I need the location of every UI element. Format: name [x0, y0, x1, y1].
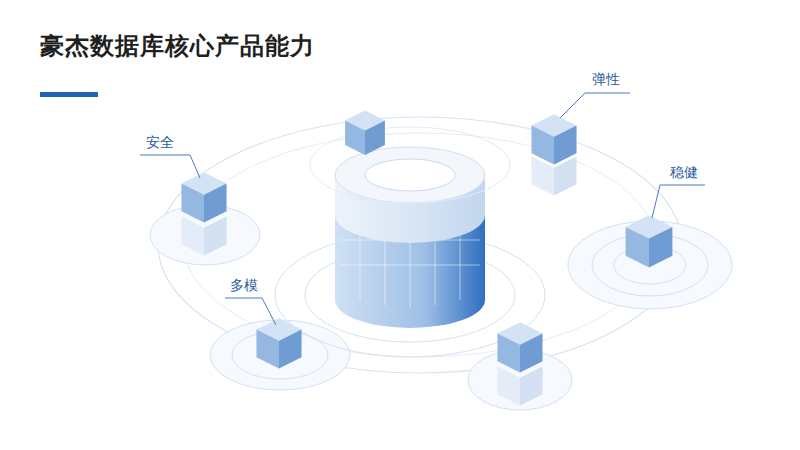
slide-title: 豪杰数据库核心产品能力: [40, 30, 315, 62]
feature-label: 多模: [228, 277, 260, 295]
feature-label: 弹性: [590, 71, 622, 89]
feature-label: 稳健: [668, 164, 700, 182]
feature-label: 安全: [144, 134, 176, 152]
